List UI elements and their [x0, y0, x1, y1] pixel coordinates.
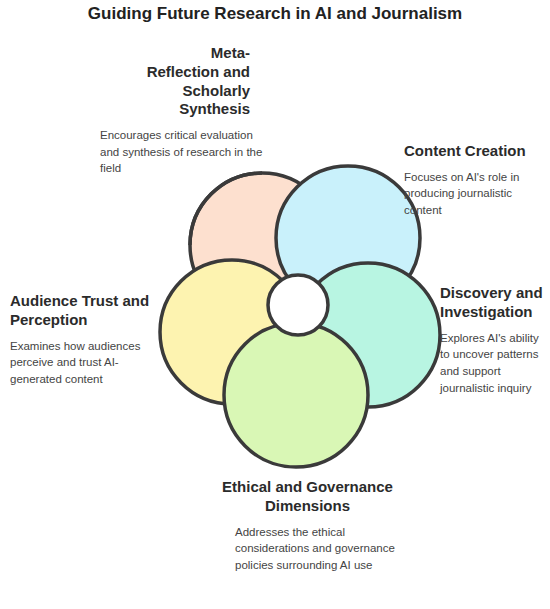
research-area: Audience Trust and PerceptionExamines ho…	[10, 292, 150, 388]
area-heading: Meta-Reflection and Scholarly Synthesis	[140, 44, 250, 119]
research-area: Content CreationFocuses on AI's role in …	[404, 142, 536, 219]
area-heading: Content Creation	[404, 142, 536, 161]
area-heading: Ethical and Governance Dimensions	[205, 478, 410, 516]
area-description: Focuses on AI's role in producing journa…	[404, 169, 536, 219]
area-description: Encourages critical evaluation and synth…	[100, 127, 275, 177]
research-area: Ethical and Governance DimensionsAddress…	[205, 478, 410, 574]
green-ring	[224, 323, 368, 467]
area-description: Examines how audiences perceive and trus…	[10, 338, 150, 388]
research-area: Meta-Reflection and Scholarly SynthesisE…	[100, 44, 275, 177]
area-description: Explores AI's ability to uncover pattern…	[440, 330, 544, 397]
research-area: Discovery and InvestigationExplores AI's…	[440, 284, 544, 396]
ring-overlap-arc	[190, 173, 262, 245]
ring-center	[268, 275, 328, 335]
area-heading: Audience Trust and Perception	[10, 292, 150, 330]
area-heading: Discovery and Investigation	[440, 284, 544, 322]
diagram-title: Guiding Future Research in AI and Journa…	[0, 4, 550, 24]
area-description: Addresses the ethical considerations and…	[235, 524, 405, 574]
